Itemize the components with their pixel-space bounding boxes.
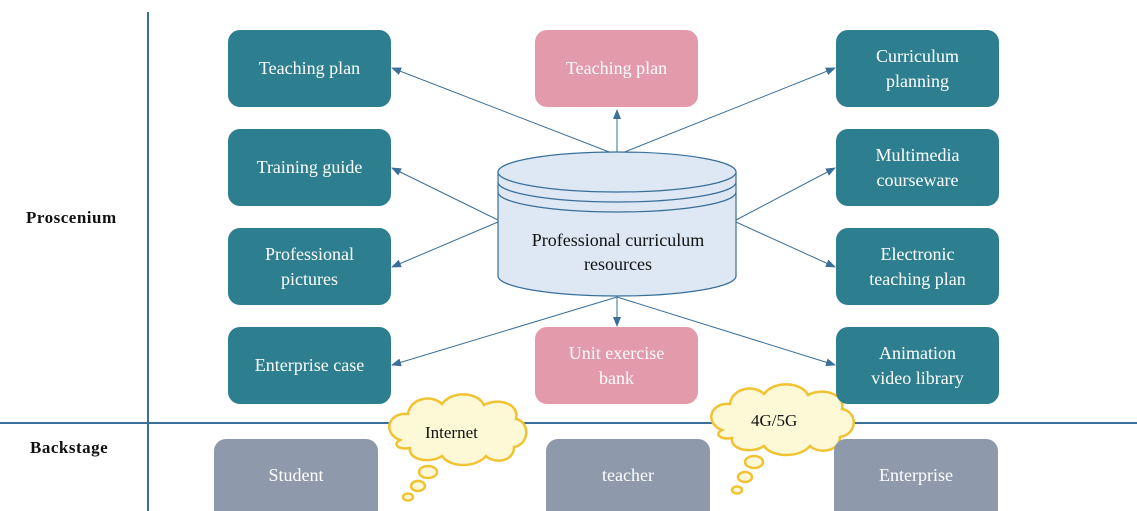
arrow-multimedia-courseware xyxy=(735,167,836,221)
internet-cloud-label: Internet xyxy=(425,423,478,442)
internet-cloud-icon xyxy=(388,393,528,502)
arrow-teaching-plan-left xyxy=(391,67,618,156)
box-student: Student xyxy=(214,439,378,511)
connector-arrows xyxy=(391,67,836,367)
database-icon xyxy=(497,151,737,297)
box-multimedia-courseware: Multimedia courseware xyxy=(836,129,999,206)
arrow-animation-video-library xyxy=(616,296,836,367)
box-training-guide: Training guide xyxy=(228,129,391,206)
arrow-curriculum-planning xyxy=(616,67,836,156)
box-enterprise: Enterprise xyxy=(834,439,998,511)
box-teacher: teacher xyxy=(546,439,710,511)
arrow-enterprise-case xyxy=(391,296,618,367)
box-unit-exercise-bank: Unit exercise bank xyxy=(535,327,698,404)
box-teaching-plan-middle: Teaching plan xyxy=(535,30,698,107)
network-cloud-label: 4G/5G xyxy=(751,411,798,430)
box-enterprise-case: Enterprise case xyxy=(228,327,391,404)
proscenium-label: Proscenium xyxy=(26,208,117,227)
backstage-label: Backstage xyxy=(30,438,109,457)
box-professional-pictures: Professional pictures xyxy=(228,228,391,305)
arrow-professional-pictures xyxy=(391,221,499,268)
box-animation-video-library: Animation video library xyxy=(836,327,999,404)
box-teaching-plan-left: Teaching plan xyxy=(228,30,391,107)
arrow-training-guide xyxy=(391,167,499,221)
network-cloud-icon xyxy=(710,383,855,495)
database-label: Professional curriculum resources xyxy=(531,230,705,275)
box-electronic-teaching-plan: Electronic teaching plan xyxy=(836,228,999,305)
box-curriculum-planning: Curriculum planning xyxy=(836,30,999,107)
arrow-electronic-teaching-plan xyxy=(735,221,836,268)
